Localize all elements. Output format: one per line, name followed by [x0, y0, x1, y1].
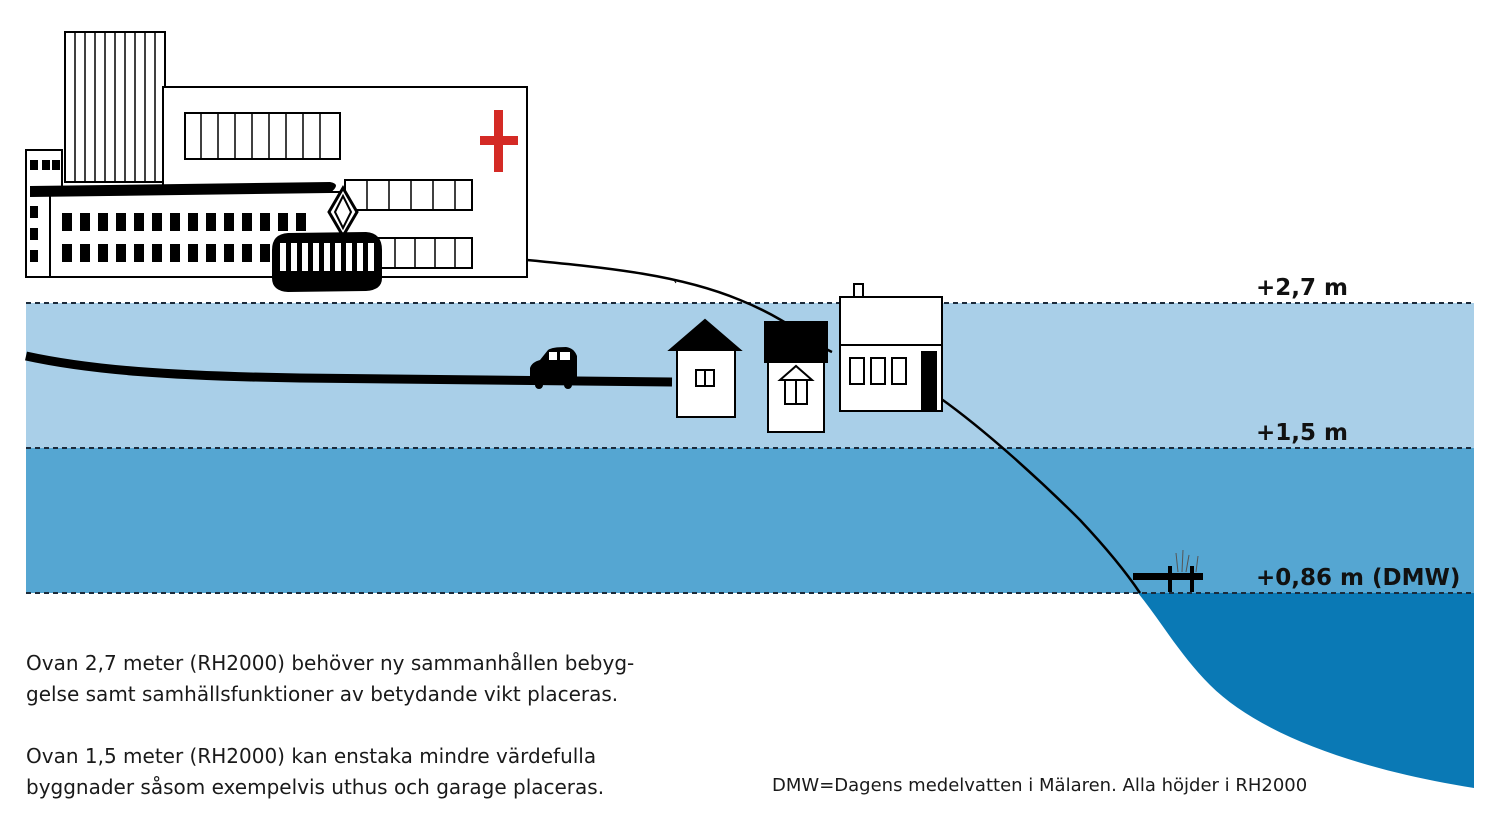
guideline-2-7-text: Ovan 2,7 meter (RH2000) behöver ny samma… — [26, 648, 634, 710]
lake-water — [1138, 593, 1474, 788]
level-label-2-7: +2,7 m — [1256, 275, 1348, 301]
level-label-0-86: +0,86 m (DMW) — [1256, 565, 1460, 591]
guideline-1-5-line-1: Ovan 1,5 meter (RH2000) kan enstaka mind… — [26, 744, 597, 768]
guideline-1-5-line-2: byggnader såsom exempelvis uthus och gar… — [26, 775, 605, 799]
car-icon — [530, 347, 577, 389]
house-icon — [667, 318, 743, 418]
terrain-line-shore — [939, 396, 1142, 594]
dmw-footnote: DMW=Dagens medelvatten i Mälaren. Alla h… — [772, 775, 1308, 796]
level-label-1-5: +1,5 m — [1256, 420, 1348, 446]
guideline-1-5-text: Ovan 1,5 meter (RH2000) kan enstaka mind… — [26, 741, 604, 803]
red-cross-icon — [480, 110, 518, 172]
zone-0-86-to-1-5 — [26, 448, 1474, 593]
house-icon — [839, 283, 943, 412]
guideline-2-7-line-2: gelse samt samhällsfunktioner av betydan… — [26, 682, 619, 706]
roadside-mark — [673, 279, 677, 284]
pier-icon — [1133, 549, 1203, 592]
tram-icon — [272, 232, 382, 292]
house-icon — [764, 321, 828, 433]
guideline-2-7-line-1: Ovan 2,7 meter (RH2000) behöver ny samma… — [26, 651, 635, 675]
